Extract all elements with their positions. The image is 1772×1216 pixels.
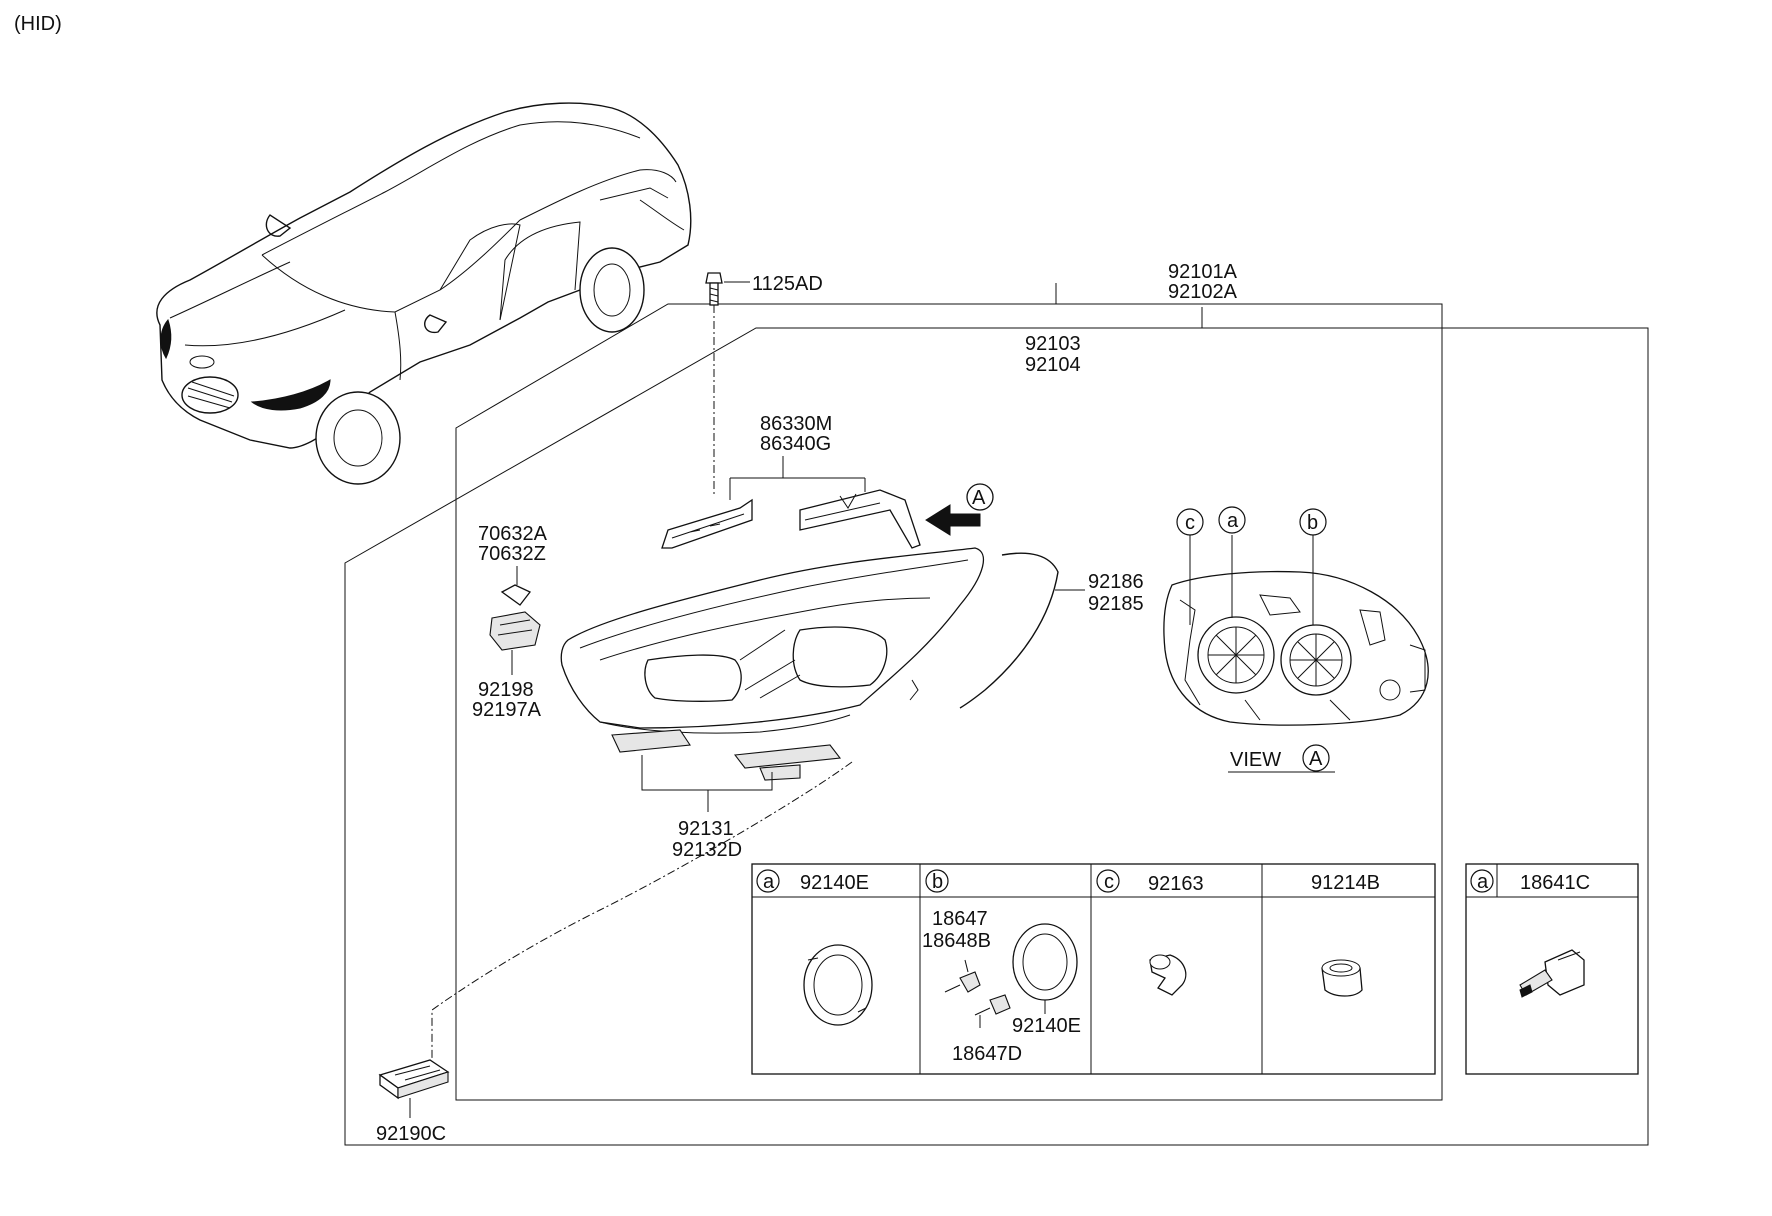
bulb-ring-label: 92140E — [1012, 1015, 1081, 1037]
bulb-parts-b — [944, 923, 1078, 1028]
elbow-part-c — [1149, 954, 1187, 996]
ballast-label: 92190C — [376, 1123, 446, 1145]
view-a-callout-c: c — [1185, 512, 1195, 534]
bolt-part — [705, 272, 750, 495]
detail-b-marker: b — [932, 871, 943, 893]
bracket-label-b: 86340G — [760, 433, 831, 455]
cap-part-d — [1321, 959, 1363, 997]
clip-label-a: 70632A — [478, 523, 548, 545]
headlamp-assembly — [560, 547, 984, 781]
detail-a-marker: a — [763, 871, 775, 893]
ballast-leader — [431, 761, 853, 1060]
seal-strip — [959, 552, 1059, 709]
outer-assembly-label-a: 92101A — [1168, 261, 1238, 283]
bulb-label-18647d: 18647D — [952, 1043, 1022, 1065]
detail-c-marker: c — [1104, 871, 1114, 893]
view-a-title: VIEW — [1230, 749, 1281, 771]
ring-part-a — [803, 944, 873, 1026]
detail-c-part: 92163 — [1148, 873, 1204, 895]
clip-label-b: 70632Z — [478, 543, 546, 565]
bulb-box-part: 18641C — [1520, 872, 1590, 894]
strip-label-a: 92186 — [1088, 571, 1144, 593]
variant-label: (HID) — [14, 13, 62, 35]
inner-assembly-label-a: 92103 — [1025, 333, 1081, 355]
lower-bracket-label-a: 92131 — [678, 818, 734, 840]
bulb-box-marker: a — [1477, 871, 1489, 893]
view-a-callout-a: a — [1227, 510, 1239, 532]
detail-a-part: 92140E — [800, 872, 869, 894]
lower-bracket-label-b: 92132D — [672, 839, 742, 861]
outer-assembly-frame — [344, 327, 1649, 1146]
actuator-label-b: 92197A — [472, 699, 542, 721]
assembly-frames — [344, 283, 1649, 1146]
bracket-parts — [661, 489, 921, 549]
outer-assembly-label-b: 92102A — [1168, 281, 1238, 303]
ballast-part — [378, 1059, 450, 1118]
car-illustration — [156, 102, 692, 485]
bolt-label: 1125AD — [752, 273, 823, 295]
clip-part — [489, 566, 541, 675]
strip-label-b: 92185 — [1088, 593, 1144, 615]
bracket-label-a: 86330M — [760, 413, 832, 435]
inner-assembly-frame — [455, 303, 1443, 1101]
actuator-label-a: 92198 — [478, 679, 534, 701]
detail-d-part: 91214B — [1311, 872, 1380, 894]
inner-assembly-label-b: 92104 — [1025, 354, 1081, 376]
view-a-drawing — [1163, 506, 1429, 773]
bulb-label-18648b: 18648B — [922, 930, 991, 952]
view-a-marker: A — [1309, 748, 1323, 770]
view-a-arrow — [925, 483, 994, 536]
bulb-box — [1465, 863, 1639, 1075]
bulb-label-18647: 18647 — [932, 908, 988, 930]
view-a-callout-b: b — [1307, 512, 1318, 534]
view-a-arrow-marker: A — [972, 487, 986, 509]
